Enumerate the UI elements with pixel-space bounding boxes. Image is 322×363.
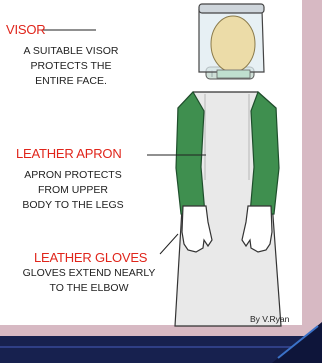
- label-apron-desc: APRON PROTECTS FROM UPPER BODY TO THE LE…: [8, 168, 138, 213]
- label-apron-title: LEATHER APRON: [16, 146, 122, 161]
- visor-headband: [199, 4, 264, 13]
- sleeve-right: [250, 92, 279, 214]
- visor-desc-line-1: A SUITABLE VISOR: [6, 44, 136, 59]
- pointer-gloves: [160, 234, 178, 254]
- apron-desc-line-1: APRON PROTECTS: [8, 168, 138, 183]
- visor-desc-line-2: PROTECTS THE: [6, 59, 136, 74]
- gloves-desc-line-2: TO THE ELBOW: [4, 281, 174, 296]
- footer-bar: [0, 336, 322, 363]
- apron-desc-line-3: BODY TO THE LEGS: [8, 198, 138, 213]
- frame-border-bottom: [0, 325, 322, 336]
- gloves-desc-line-1: GLOVES EXTEND NEARLY: [4, 266, 174, 281]
- visor-desc-line-3: ENTIRE FACE.: [6, 74, 136, 89]
- face-icon: [211, 16, 255, 72]
- label-visor-title: VISOR: [6, 22, 45, 37]
- author-credit: By V.Ryan: [250, 314, 289, 324]
- neck-band: [217, 70, 250, 78]
- label-gloves-title: LEATHER GLOVES: [34, 250, 147, 265]
- label-gloves-desc: GLOVES EXTEND NEARLY TO THE ELBOW: [4, 266, 174, 296]
- apron-desc-line-2: FROM UPPER: [8, 183, 138, 198]
- sleeve-left: [176, 92, 205, 214]
- label-visor-desc: A SUITABLE VISOR PROTECTS THE ENTIRE FAC…: [6, 44, 136, 89]
- footer-stripe: [0, 346, 322, 348]
- frame-border-right: [302, 0, 322, 336]
